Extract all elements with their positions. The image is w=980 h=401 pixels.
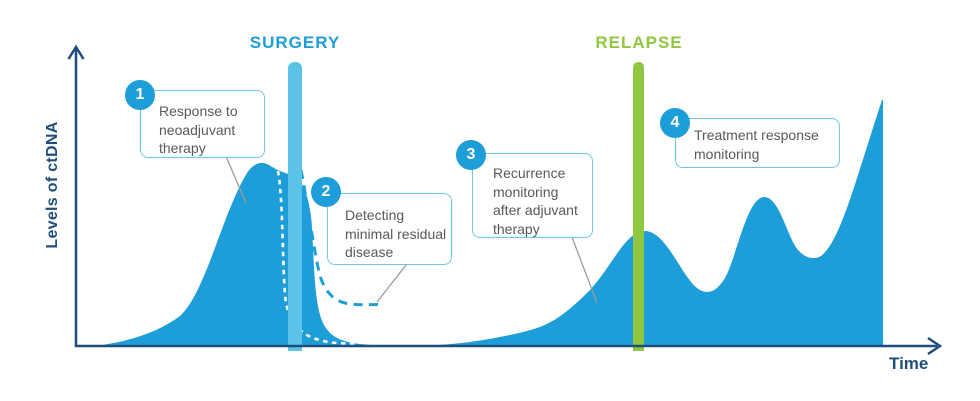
callout-4-number: 4 <box>660 108 690 138</box>
callout-2-number: 2 <box>311 177 341 207</box>
blue-dashed-curve <box>299 169 379 307</box>
surgery-bar <box>288 62 302 351</box>
y-axis-label: Levels of ctDNA <box>44 121 61 249</box>
callout-2-text: Detecting minimal residual disease <box>345 207 447 261</box>
callout-3-number: 3 <box>456 140 486 170</box>
surgery-label: SURGERY <box>249 33 341 52</box>
callout-3-box: Recurrence monitoring after adjuvant the… <box>472 153 593 238</box>
white-dashed-curve <box>276 170 359 345</box>
callout-1-box: Response to neoadjuvant therapy <box>140 90 265 158</box>
relapse-label: RELAPSE <box>595 33 683 52</box>
x-axis-arrow-icon <box>927 336 943 356</box>
callout-1-text: Response to neoadjuvant therapy <box>159 103 238 157</box>
x-axis-label: Time <box>889 354 929 373</box>
callout-2-box: Detecting minimal residual disease <box>327 193 452 265</box>
relapse-bar <box>633 62 644 351</box>
callout-4-text: Treatment response monitoring <box>694 127 819 162</box>
callout-1-number: 1 <box>125 80 155 110</box>
y-axis-arrow-icon <box>67 44 85 60</box>
axes-lines <box>74 49 937 348</box>
callout-3-text: Recurrence monitoring after adjuvant the… <box>493 165 578 237</box>
callout-4-box: Treatment response monitoring <box>675 118 840 168</box>
